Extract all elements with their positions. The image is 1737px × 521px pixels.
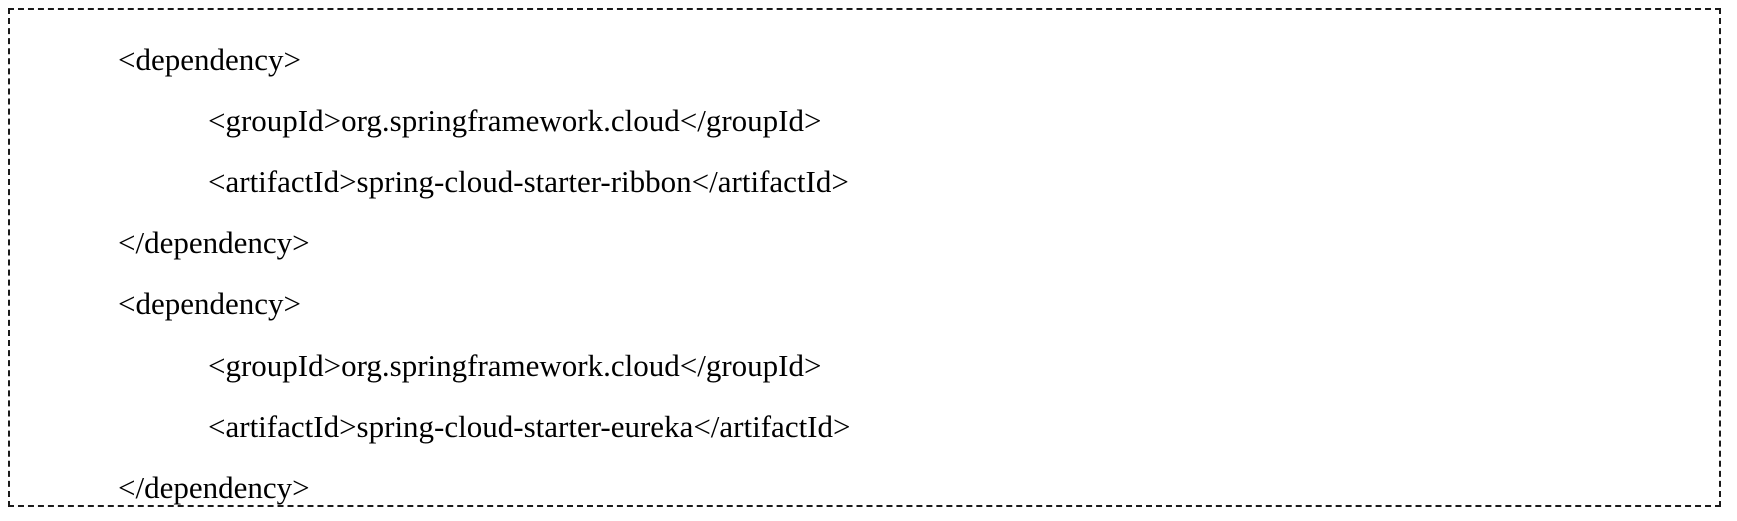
code-line-artifact-id: <artifactId>spring-cloud-starter-ribbon<… [208,164,849,199]
code-line-dependency-close: </dependency> [118,225,310,260]
code-line-artifact-id: <artifactId>spring-cloud-starter-eureka<… [208,409,851,444]
code-block: <dependency> <groupId>org.springframewor… [8,8,1721,507]
code-line-group-id: <groupId>org.springframework.cloud</grou… [208,348,822,383]
code-line-dependency-open: <dependency> [118,42,302,77]
code-line-dependency-open: <dependency> [118,286,302,321]
code-line-dependency-close: </dependency> [118,470,310,505]
code-line-group-id: <groupId>org.springframework.cloud</grou… [208,103,822,138]
